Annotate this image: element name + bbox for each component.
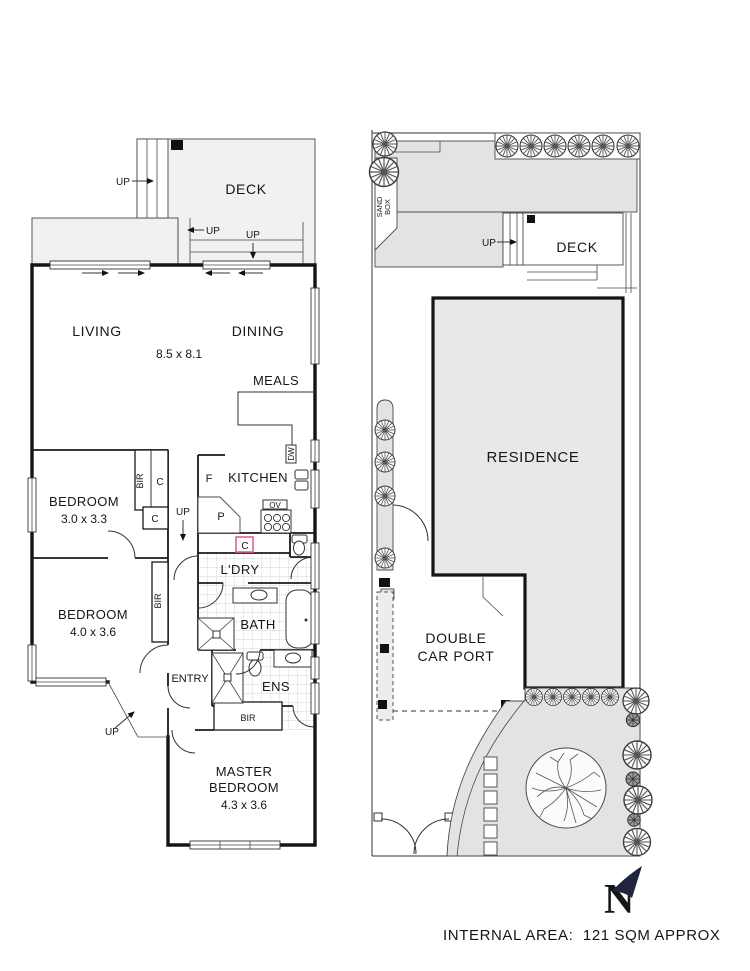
kitchen-label: KITCHEN xyxy=(228,470,288,485)
living-dining-dims: 8.5 x 8.1 xyxy=(156,347,202,361)
bath-label: BATH xyxy=(240,617,275,632)
site-deck: DECK UP xyxy=(482,212,637,293)
site-plan: SAND BOX DECK UP xyxy=(368,130,653,857)
deck-up-mid-label: UP xyxy=(206,226,220,237)
stepping-stone xyxy=(483,841,498,856)
side-gate-arc xyxy=(392,504,429,542)
master-label-1: MASTER xyxy=(216,764,273,779)
tree-icon xyxy=(368,156,400,188)
driveway-gates xyxy=(373,812,454,855)
cooktop-burners xyxy=(263,513,291,532)
deck-up-stairs-label: UP xyxy=(116,177,130,188)
unit-deck: DECK UP UP UP xyxy=(31,138,316,266)
entry-label: ENTRY xyxy=(171,673,209,685)
stepping-stone xyxy=(483,807,498,822)
sandbox-label-2: BOX xyxy=(383,199,392,215)
rear-hedge xyxy=(368,131,641,188)
side-path xyxy=(374,399,429,600)
bedroom1-cupboard-bottom: C xyxy=(151,514,158,525)
pantry-label: P xyxy=(217,511,224,523)
carport-label-2: CAR PORT xyxy=(418,648,495,664)
carport-label-1: DOUBLE xyxy=(425,630,486,646)
unit-labels: LIVING DINING 8.5 x 8.1 MEALS KITCHEN F … xyxy=(49,323,299,812)
sink-bowl-2 xyxy=(294,480,309,491)
site-deck-up-label: UP xyxy=(482,238,496,249)
bathroom-fixtures xyxy=(197,534,314,704)
oven-icon xyxy=(262,499,288,510)
internal-area-text: INTERNAL AREA: 121 SQM APPROX xyxy=(443,927,721,944)
footer: N INTERNAL AREA: 121 SQM APPROX xyxy=(443,866,721,944)
linen-label: C xyxy=(241,541,248,552)
sink-bowl-1 xyxy=(294,469,309,480)
unit-windows xyxy=(27,260,320,850)
master-label-2: BEDROOM xyxy=(209,780,279,795)
garden-path-edge xyxy=(456,700,525,857)
site-deck-steps xyxy=(527,213,637,293)
ens-toilet-icon xyxy=(246,651,264,661)
dishwasher-icon xyxy=(285,444,297,464)
carport: DOUBLE CAR PORT xyxy=(376,591,510,721)
deck-stairs xyxy=(136,138,169,219)
dining-label: DINING xyxy=(232,323,285,339)
ens-label: ENS xyxy=(262,679,290,694)
living-label: LIVING xyxy=(72,323,122,339)
meals-label: MEALS xyxy=(253,373,299,388)
entry-step-edge xyxy=(107,681,168,738)
kitchen-fittings xyxy=(237,391,313,534)
stepping-stone xyxy=(483,824,498,839)
bedroom1-robe-label: BIR xyxy=(135,473,145,489)
north-arrow-icon xyxy=(612,866,642,898)
master-dims: 4.3 x 3.6 xyxy=(221,798,267,812)
deck-steps xyxy=(177,218,304,265)
linen-highlight-box xyxy=(235,536,254,553)
bedroom1-dims: 3.0 x 3.3 xyxy=(61,512,107,526)
kitchen-bench xyxy=(237,391,313,447)
bedroom2-dims: 4.0 x 3.6 xyxy=(70,625,116,639)
gate-post xyxy=(379,578,390,587)
door-arcs xyxy=(107,530,315,754)
unit-plan: DECK UP UP UP xyxy=(27,138,320,850)
bedroom1-label: BEDROOM xyxy=(49,494,119,509)
entry-up-arrow xyxy=(114,711,135,729)
dishwasher-label: DW xyxy=(287,447,296,461)
deck-label: DECK xyxy=(225,181,266,197)
pantry-shape xyxy=(197,496,241,534)
bedroom2-label: BEDROOM xyxy=(58,607,128,622)
fridge-label: F xyxy=(206,473,213,485)
stepping-stone xyxy=(483,790,498,805)
oven-label: OV xyxy=(269,501,281,510)
closets xyxy=(134,449,283,731)
stepping-stone xyxy=(483,773,498,788)
hall-up-label: UP xyxy=(176,507,190,518)
laundry-label: L'DRY xyxy=(221,562,260,577)
deck-up-right-label: UP xyxy=(246,230,260,241)
feature-tree-icon xyxy=(525,747,607,829)
deck-post xyxy=(171,140,183,150)
stepping-stone xyxy=(483,756,498,771)
residence-label: RESIDENCE xyxy=(487,449,580,466)
entry-up-label: UP xyxy=(105,727,119,738)
bedroom2-robe-label: BIR xyxy=(153,593,163,609)
tree-icon xyxy=(372,131,398,157)
site-deck-label: DECK xyxy=(556,239,597,255)
residence-entry-steps xyxy=(482,577,504,617)
bathtub-icon xyxy=(285,589,314,649)
bedroom1-cupboard-top: C xyxy=(156,477,163,488)
front-garden xyxy=(446,687,653,857)
sandbox-label-1: SAND xyxy=(375,196,384,217)
master-robe-label: BIR xyxy=(240,713,256,723)
